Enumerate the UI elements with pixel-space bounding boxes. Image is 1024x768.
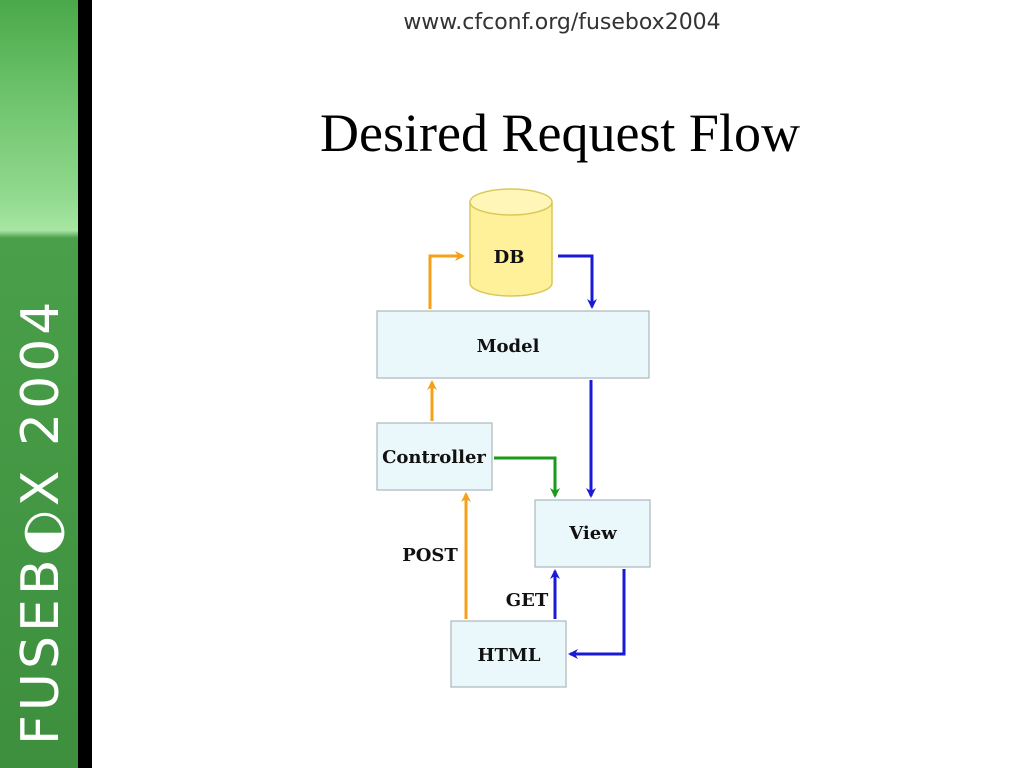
sidebar-band	[0, 0, 78, 768]
model-node: Model	[376, 310, 650, 379]
controller-label: Controller	[382, 447, 486, 468]
model-box	[376, 310, 650, 379]
view-label: View	[568, 523, 617, 544]
sidebar-edge	[78, 0, 92, 768]
html-box	[450, 620, 567, 688]
view-box	[534, 499, 651, 568]
slide-title: Desired Request Flow	[320, 103, 800, 163]
db-node: DB	[469, 188, 553, 297]
logo-text: FUSEB◐X 2004	[11, 298, 71, 745]
html-label: HTML	[478, 645, 541, 666]
html-node: HTML	[450, 620, 567, 688]
db-cylinder-body	[469, 202, 553, 297]
model-label: Model	[477, 336, 540, 357]
controller-node: Controller	[376, 422, 493, 491]
arrow-db-to-model	[558, 254, 597, 309]
fusebox-logo: FUSEB◐X 2004	[11, 298, 71, 745]
post-label: POST	[402, 545, 458, 566]
db-cylinder-top	[469, 188, 553, 216]
controller-box	[376, 422, 493, 491]
arrow-view-to-html	[568, 569, 626, 659]
view-node: View	[534, 499, 651, 568]
arrow-controller-to-view	[494, 456, 560, 498]
db-label: DB	[494, 247, 525, 268]
conference-url: www.cfconf.org/fusebox2004	[403, 10, 721, 35]
arrow-model-to-db	[428, 251, 465, 309]
get-label: GET	[506, 590, 549, 611]
